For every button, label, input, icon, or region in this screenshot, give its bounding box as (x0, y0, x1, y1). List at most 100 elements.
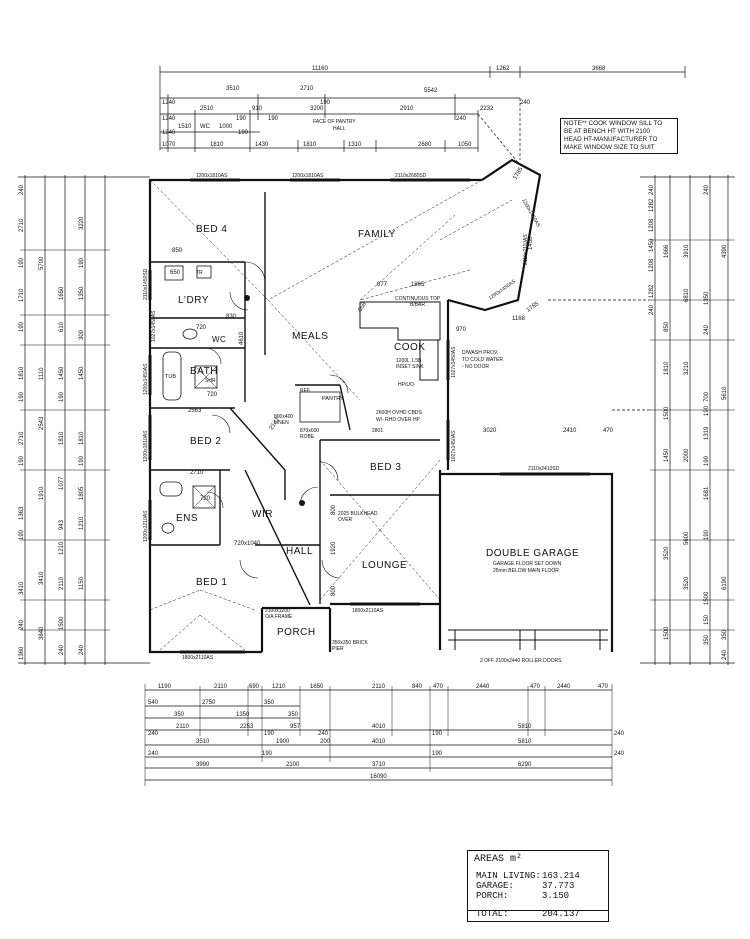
dim-right: 1282 (649, 198, 655, 212)
dim-top: 190 (238, 130, 249, 136)
note-sink-2: INSET SINK (396, 364, 424, 370)
room-label-meals: MEALS (292, 331, 328, 342)
dimensions-bottom: 1190 2110 690 1210 1650 2110 840 470 244… (148, 684, 625, 780)
dim-top: 3668 (592, 66, 606, 72)
window-label: 1200x1210AS (143, 510, 149, 542)
dim-bottom: 2750 (202, 700, 216, 706)
inner-dim: 1785 (526, 301, 541, 314)
dim-right: 190 (704, 529, 710, 540)
areas-row: GARAGE: 37.773 (476, 881, 602, 892)
dim-right: 350 (722, 629, 728, 640)
room-label-wir: WIR (252, 509, 273, 520)
dim-bottom: 190 (264, 731, 275, 737)
dim-right: 1282 (649, 284, 655, 298)
note-linen-1: 800x400 (274, 414, 293, 420)
dim-left: 1150 (79, 576, 85, 590)
room-label-hall: HALL (286, 546, 313, 557)
window-label: 2110x2410SD (528, 466, 560, 472)
dim-top: 3510 (226, 86, 240, 92)
dim-left: 3840 (39, 626, 45, 640)
note-sink-1: 1200L 1.5B (396, 358, 422, 364)
dim-top: 1510 (178, 124, 192, 130)
dim-left: 190 (19, 391, 25, 402)
dim-top: 2510 (200, 106, 214, 112)
dim-top: 1050 (458, 142, 472, 148)
dim-right: 2000 (684, 448, 690, 462)
dim-right: 3520 (684, 576, 690, 590)
areas-row-label: PORCH: (476, 891, 509, 901)
note-robe-2: ROBE (300, 434, 315, 440)
room-label-double-garage: DOUBLE GARAGE (486, 548, 579, 559)
inner-dim: 658 (358, 301, 369, 313)
dim-left: 190 (19, 529, 25, 540)
dim-left: 1360 (19, 646, 25, 660)
inner-dim: 850 (172, 248, 183, 254)
dim-bottom: 6290 (518, 762, 532, 768)
dim-top: WC (200, 124, 211, 130)
note-dwash-1: D/WASH PROV. (462, 350, 498, 356)
inner-dim: 2410 (563, 428, 577, 434)
note-garage-floor-1: GARAGE FLOOR SET DOWN (493, 561, 562, 567)
dim-right: 1450 (664, 448, 670, 462)
dim-top: 11160 (312, 66, 328, 72)
dim-bottom: 3990 (196, 762, 210, 768)
dim-bottom: 5810 (518, 724, 532, 730)
post-marker (244, 295, 250, 301)
window-label: 2110x2110AS (523, 234, 529, 265)
room-label-bed2: BED 2 (190, 436, 221, 447)
dim-bottom: 2440 (476, 684, 490, 690)
dim-bottom: 350 (174, 712, 185, 718)
dim-right: 4390 (722, 244, 728, 258)
dim-left: 1210 (59, 541, 65, 555)
dim-right: 190 (704, 455, 710, 466)
dim-top: 2710 (300, 86, 314, 92)
dim-left: 3410 (39, 571, 45, 585)
dim-right: 6810 (684, 288, 690, 302)
dim-right: 850 (664, 321, 670, 332)
dim-bottom: 2253 (240, 724, 254, 730)
inner-dim: 677 (377, 282, 388, 288)
dim-right: 3520 (664, 546, 670, 560)
window-label: 1027x1450AS (451, 346, 457, 378)
dim-right: 1681 (704, 486, 710, 500)
room-label-bed4: BED 4 (196, 224, 227, 235)
inner-dim: 650 (170, 270, 181, 276)
dim-bottom: 190 (262, 751, 273, 757)
dim-right: 240 (722, 649, 728, 660)
inner-dim: 830 (226, 314, 237, 320)
dim-left: 1810 (79, 431, 85, 445)
window-label: 1200x1450AS (488, 278, 518, 301)
dim-right: 350 (704, 634, 710, 645)
dim-left: 1077 (59, 476, 65, 490)
dim-bottom: 240 (614, 731, 625, 737)
dim-top: 1240 (162, 130, 176, 136)
areas-row-value: 163.214 (542, 871, 580, 881)
dim-left: 1350 (79, 286, 85, 300)
window-label: 1200x1810AS (143, 430, 149, 462)
inner-dim: 800 (331, 585, 337, 596)
inner-dim: 1920 (331, 541, 337, 555)
dim-right: 1450 (649, 238, 655, 252)
dim-top: 1000 (219, 124, 233, 130)
note-face-pantry-2: HALL (333, 126, 346, 132)
note-garage-floor-2: 25mm BELOW MAIN FLOOR (493, 568, 559, 574)
areas-row-label: MAIN LIVING: (476, 871, 541, 881)
inner-dim: 1785 (513, 166, 525, 181)
dim-bottom: 190 (432, 731, 443, 737)
dim-bottom: 1650 (310, 684, 324, 690)
note-porch-pier-1: 350x350 BRICK (332, 640, 369, 646)
dim-left: 190 (59, 391, 65, 402)
dim-left: 610 (59, 321, 65, 332)
label-pantry: PANTRY (322, 396, 344, 402)
dim-left: 1810 (59, 431, 65, 445)
inner-dim: 1168 (512, 316, 526, 322)
dim-right: 240 (704, 324, 710, 335)
inner-dim: 2710 (190, 470, 204, 476)
inner-dim: 800 (331, 504, 337, 515)
dim-right: 150 (704, 614, 710, 625)
label-shr: SHR (205, 378, 216, 384)
dim-right: 1666 (664, 244, 670, 258)
note-porch-frame-2: O/A FRAME (265, 614, 293, 620)
dim-bottom: 1210 (272, 684, 286, 690)
dim-left: 1110 (39, 367, 45, 380)
